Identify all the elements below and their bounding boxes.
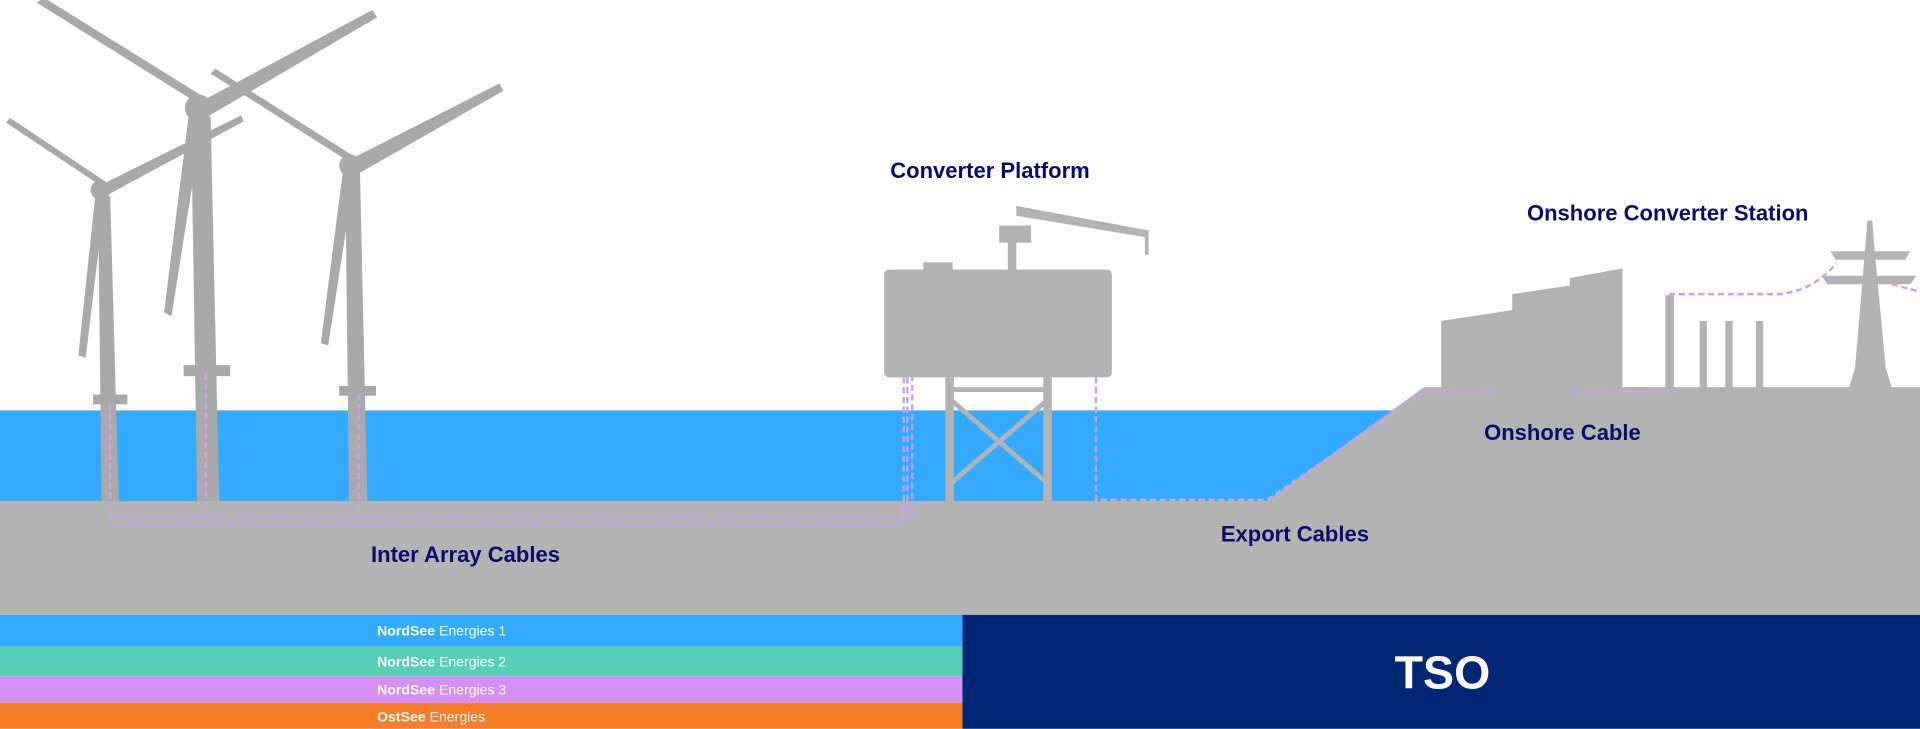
- seabed-and-land: [0, 387, 1920, 615]
- onshore-cable: [1668, 262, 1920, 296]
- legend-band-nordsee-1: [0, 614, 963, 647]
- legend-item: NordSee Energies 2: [377, 653, 506, 669]
- legend-band-nordsee-3: [0, 676, 963, 704]
- legend-item: NordSee Energies 1: [377, 623, 506, 639]
- converter-platform: [884, 205, 1149, 502]
- onshore-cable-label: Onshore Cable: [1484, 420, 1641, 445]
- legend-band-ostsee: [0, 703, 963, 729]
- onshore-converter-station: [1441, 220, 1917, 389]
- tso-label: TSO: [1395, 646, 1491, 698]
- ownership-legend: NordSee Energies 1 NordSee Energies 2 No…: [0, 614, 963, 729]
- legend-item: NordSee Energies 3: [377, 681, 506, 697]
- export-cables: [1094, 377, 1672, 502]
- wind-turbine: [210, 68, 504, 502]
- inter-array-cables: [108, 373, 914, 526]
- onshore-converter-station-label: Onshore Converter Station: [1527, 201, 1809, 226]
- legend-item: OstSee Energies: [377, 708, 485, 724]
- export-cables-label: Export Cables: [1221, 521, 1369, 546]
- tso-box: [962, 614, 1920, 729]
- converter-platform-label: Converter Platform: [890, 158, 1090, 183]
- inter-array-cables-label: Inter Array Cables: [371, 542, 560, 567]
- legend-band-nordsee-2: [0, 646, 963, 677]
